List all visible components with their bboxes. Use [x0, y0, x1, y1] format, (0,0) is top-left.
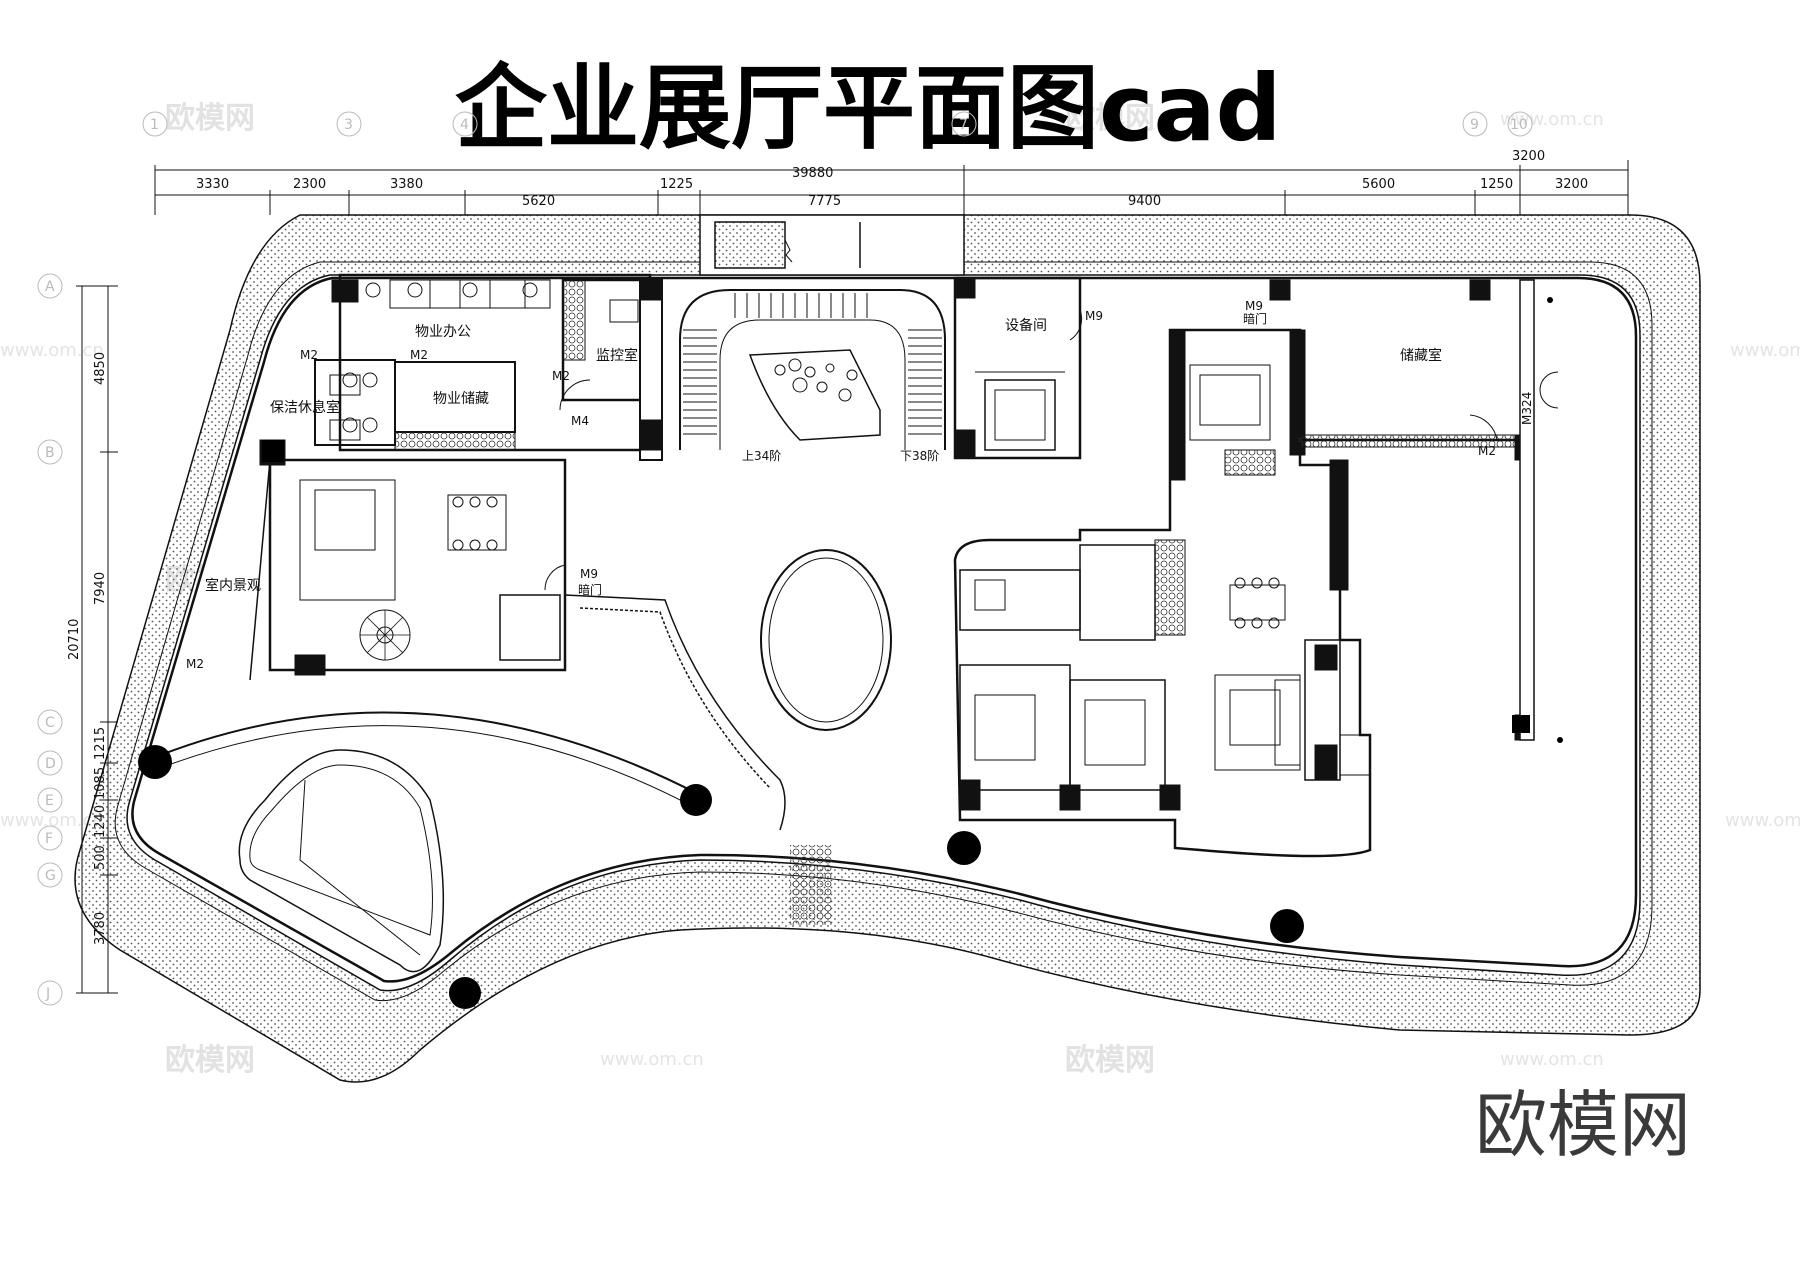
watermark-cn: 欧模网	[1065, 1043, 1155, 1078]
room-cleaning: 保洁休息室	[270, 399, 340, 416]
storage-room	[1269, 279, 1559, 741]
grid-col-3: 3	[344, 117, 353, 133]
door-m2-a: M2	[300, 348, 318, 362]
equipment-room	[953, 276, 1083, 460]
dim-left-3: 1215	[93, 727, 108, 760]
label-up-stairs: 上34阶	[742, 449, 781, 463]
dim-seg-5: 1225	[660, 177, 693, 192]
grid-col-10: 10	[1510, 117, 1528, 133]
landscape-island	[238, 749, 445, 973]
top-dimensions	[154, 160, 1629, 215]
entrance-area	[699, 214, 965, 276]
door-m9-c: M9	[1245, 299, 1263, 313]
brand-logo: 欧模网	[1475, 1083, 1691, 1167]
dim-seg-3: 3380	[390, 177, 423, 192]
room-office: 物业办公	[415, 324, 471, 340]
door-m9-b: M9	[580, 567, 598, 581]
grid-col-7: 7	[959, 117, 968, 133]
columns	[138, 745, 1304, 1009]
watermark-url: www.om.cn	[1500, 109, 1604, 130]
apartment-block	[953, 328, 1372, 858]
room-monitor: 监控室	[596, 347, 638, 364]
grid-row-f: F	[45, 831, 53, 847]
dim-seg-1: 3330	[196, 177, 229, 192]
corner-markers	[262, 297, 1563, 925]
room-storage: 储藏室	[1400, 347, 1442, 364]
watermark-url: www.om.cn	[0, 810, 104, 831]
dim-seg-2: 2300	[293, 177, 326, 192]
page-title: 企业展厅平面图cad	[455, 55, 1281, 162]
grid-row-c: C	[45, 715, 55, 731]
grid-col-1: 1	[150, 117, 159, 133]
dim-left-1: 4850	[93, 352, 108, 385]
watermark-cn: 欧模网	[165, 1043, 255, 1078]
grid-row-e: E	[45, 793, 54, 809]
dim-seg-9: 1250	[1480, 177, 1513, 192]
dim-seg-10: 3200	[1555, 177, 1588, 192]
watermark-url: www.om.cn	[0, 340, 104, 361]
landscape-island-inner	[249, 764, 433, 936]
grid-col-9: 9	[1470, 117, 1479, 133]
door-hidden-b: 暗门	[1243, 311, 1267, 326]
dim-seg-4: 5620	[522, 194, 555, 209]
room-storage-small: 物业储藏	[433, 391, 489, 407]
grid-row-b: B	[45, 445, 55, 461]
grid-row-g: G	[45, 868, 56, 884]
dim-total: 39880	[792, 166, 833, 181]
watermark-url: www.om.cn	[1725, 810, 1800, 831]
watermark-url: www.om.cn	[1730, 340, 1800, 361]
island-path	[299, 779, 421, 956]
door-m2-d: M2	[186, 657, 204, 671]
staircase	[679, 289, 946, 450]
watermark-cn: 欧模网	[165, 101, 255, 136]
grid-column-markers: 1 3 4 7 9 10	[142, 111, 1533, 137]
watermark-url: www.om.cn	[600, 1049, 704, 1070]
door-hidden-a: 暗门	[578, 582, 602, 597]
grid-row-j: J	[45, 986, 50, 1002]
grid-col-4: 4	[460, 117, 469, 133]
dim-seg-8: 5600	[1362, 177, 1395, 192]
door-m4: M4	[571, 414, 589, 428]
door-m2-c: M2	[552, 369, 570, 383]
grid-row-a: A	[45, 279, 55, 295]
dim-seg-6: 7775	[808, 194, 841, 209]
grid-row-d: D	[45, 756, 56, 772]
door-m9-a: M9	[1085, 309, 1103, 323]
dim-top-right: 3200	[1512, 149, 1545, 164]
central-walkway	[147, 549, 892, 831]
dim-left-2: 7940	[93, 572, 108, 605]
door-m2-b: M2	[410, 348, 428, 362]
monitor-room	[561, 278, 663, 461]
label-down-stairs: 下38阶	[900, 449, 939, 463]
dim-left-total: 20710	[67, 619, 82, 660]
grid-row-markers: A B C D E F G J	[37, 273, 63, 1006]
door-m2-e: M2	[1478, 444, 1496, 458]
room-equipment: 设备间	[1005, 317, 1047, 334]
dim-seg-7: 9400	[1128, 194, 1161, 209]
room-landscape: 室内景观	[205, 577, 261, 594]
watermark-cn: 欧模网	[1065, 101, 1155, 136]
watermark-url: www.om.cn	[1500, 1049, 1604, 1070]
top-dimension-labels: 3200 39880 3330 2300 3380 5620 1225 7775…	[196, 149, 1588, 209]
door-m324: M324	[1520, 392, 1534, 425]
